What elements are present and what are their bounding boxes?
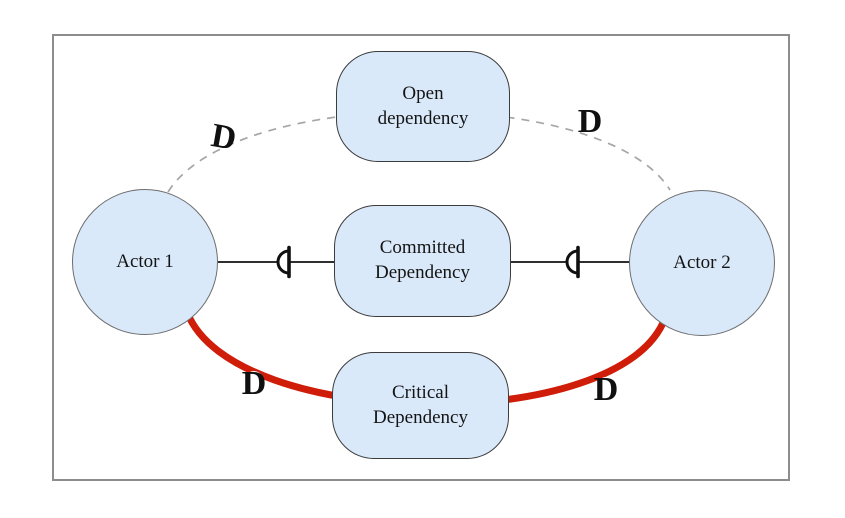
actor-2-node: Actor 2 bbox=[629, 190, 775, 336]
actor-1-node: Actor 1 bbox=[72, 189, 218, 335]
committed-dependency-label-line2: Dependency bbox=[375, 262, 470, 283]
critical-dependency-d-marker-right: D bbox=[594, 371, 619, 408]
d-marker-backing bbox=[580, 109, 600, 131]
committed-dependency-node: Committed Dependency bbox=[334, 205, 511, 317]
diagram-frame-border bbox=[52, 34, 790, 481]
open-dependency-label-line1: Open bbox=[402, 82, 444, 104]
d-marker-backing bbox=[214, 125, 234, 147]
critical-dependency-label-line2: Dependency bbox=[373, 406, 468, 428]
critical-dependency-label-line1: Critical bbox=[392, 381, 449, 403]
critical-dependency-node: Critical Dependency bbox=[332, 352, 509, 459]
committed-dependency-d-symbol-right bbox=[565, 245, 580, 279]
open-dependency-node: Open dependency bbox=[336, 51, 510, 162]
committed-dependency-d-symbol-left bbox=[276, 245, 291, 279]
d-marker-backing bbox=[596, 377, 616, 399]
actor-1-label: Actor 1 bbox=[116, 250, 174, 272]
committed-dependency-label-line1: Committed bbox=[379, 237, 466, 259]
d-marker-backing bbox=[244, 371, 264, 393]
open-dependency-d-marker-left: D bbox=[208, 117, 239, 158]
open-dependency-label-line2: dependency bbox=[377, 107, 469, 129]
actor-2-label: Actor 2 bbox=[673, 251, 731, 273]
open-dependency-d-marker-right: D bbox=[578, 103, 603, 140]
critical-dependency-d-marker-left: D bbox=[242, 365, 267, 402]
